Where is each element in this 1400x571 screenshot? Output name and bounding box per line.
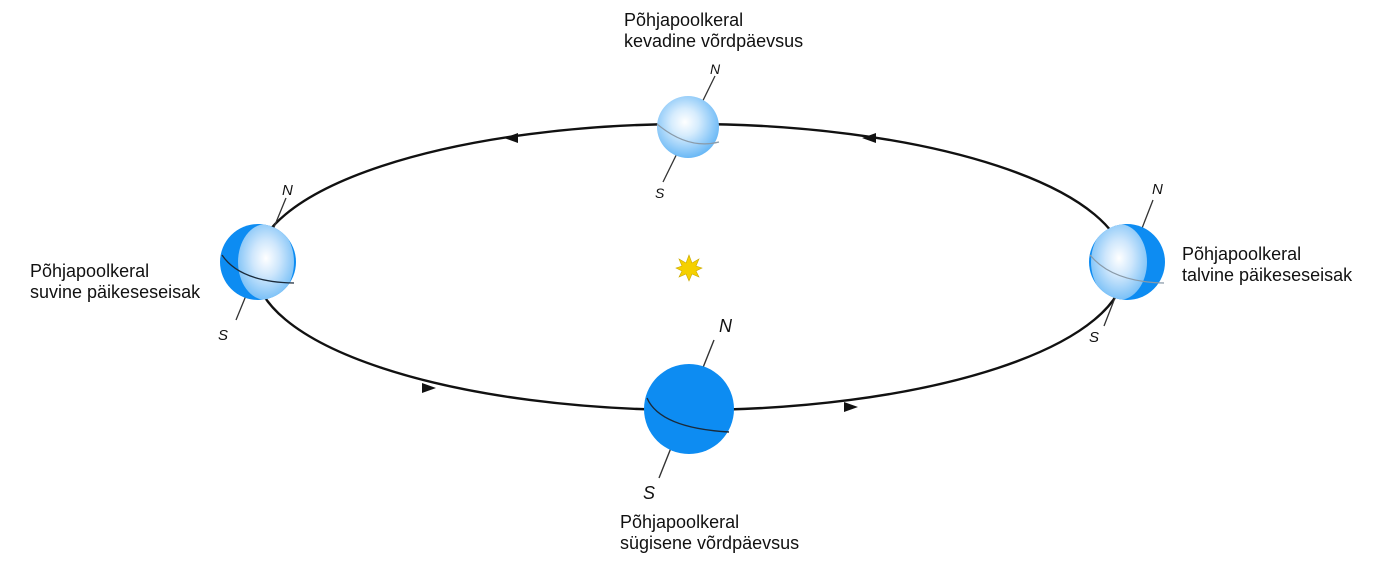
globe-spring: N S: [655, 61, 721, 201]
north-pole-label: N: [1152, 181, 1163, 198]
north-pole-label: N: [710, 61, 721, 77]
label-spring-line2: kevadine võrdpäevsus: [624, 31, 804, 51]
label-spring-line1: Põhjapoolkeral: [624, 10, 744, 30]
arrow-icon: [422, 383, 436, 393]
north-pole-label: N: [282, 182, 293, 199]
north-pole-label: N: [719, 316, 733, 336]
globe-autumn: N S: [643, 316, 734, 503]
arrow-icon: [504, 133, 518, 143]
label-summer-line1: Põhjapoolkeral: [30, 261, 150, 281]
label-summer-line2: suvine päikeseseisak: [30, 282, 201, 302]
label-winter: Põhjapoolkeral talvine päikeseseisak: [1182, 244, 1352, 286]
arrow-icon: [844, 402, 858, 412]
globe-winter: N S: [1089, 181, 1165, 346]
label-summer: Põhjapoolkeral suvine päikeseseisak: [30, 261, 200, 303]
south-pole-label: S: [1089, 329, 1099, 346]
south-pole-label: S: [643, 483, 655, 503]
label-winter-line1: Põhjapoolkeral: [1182, 244, 1302, 264]
label-autumn-line2: sügisene võrdpäevsus: [620, 533, 800, 553]
label-winter-line2: talvine päikeseseisak: [1182, 265, 1353, 285]
sun-icon: [675, 254, 703, 282]
label-spring: Põhjapoolkeral kevadine võrdpäevsus: [624, 10, 803, 52]
globe-summer: N S: [218, 182, 296, 344]
label-autumn-line1: Põhjapoolkeral: [620, 512, 740, 532]
south-pole-label: S: [655, 185, 665, 201]
arrow-icon: [862, 133, 876, 143]
label-autumn: Põhjapoolkeral sügisene võrdpäevsus: [620, 512, 799, 554]
south-pole-label: S: [218, 327, 228, 344]
